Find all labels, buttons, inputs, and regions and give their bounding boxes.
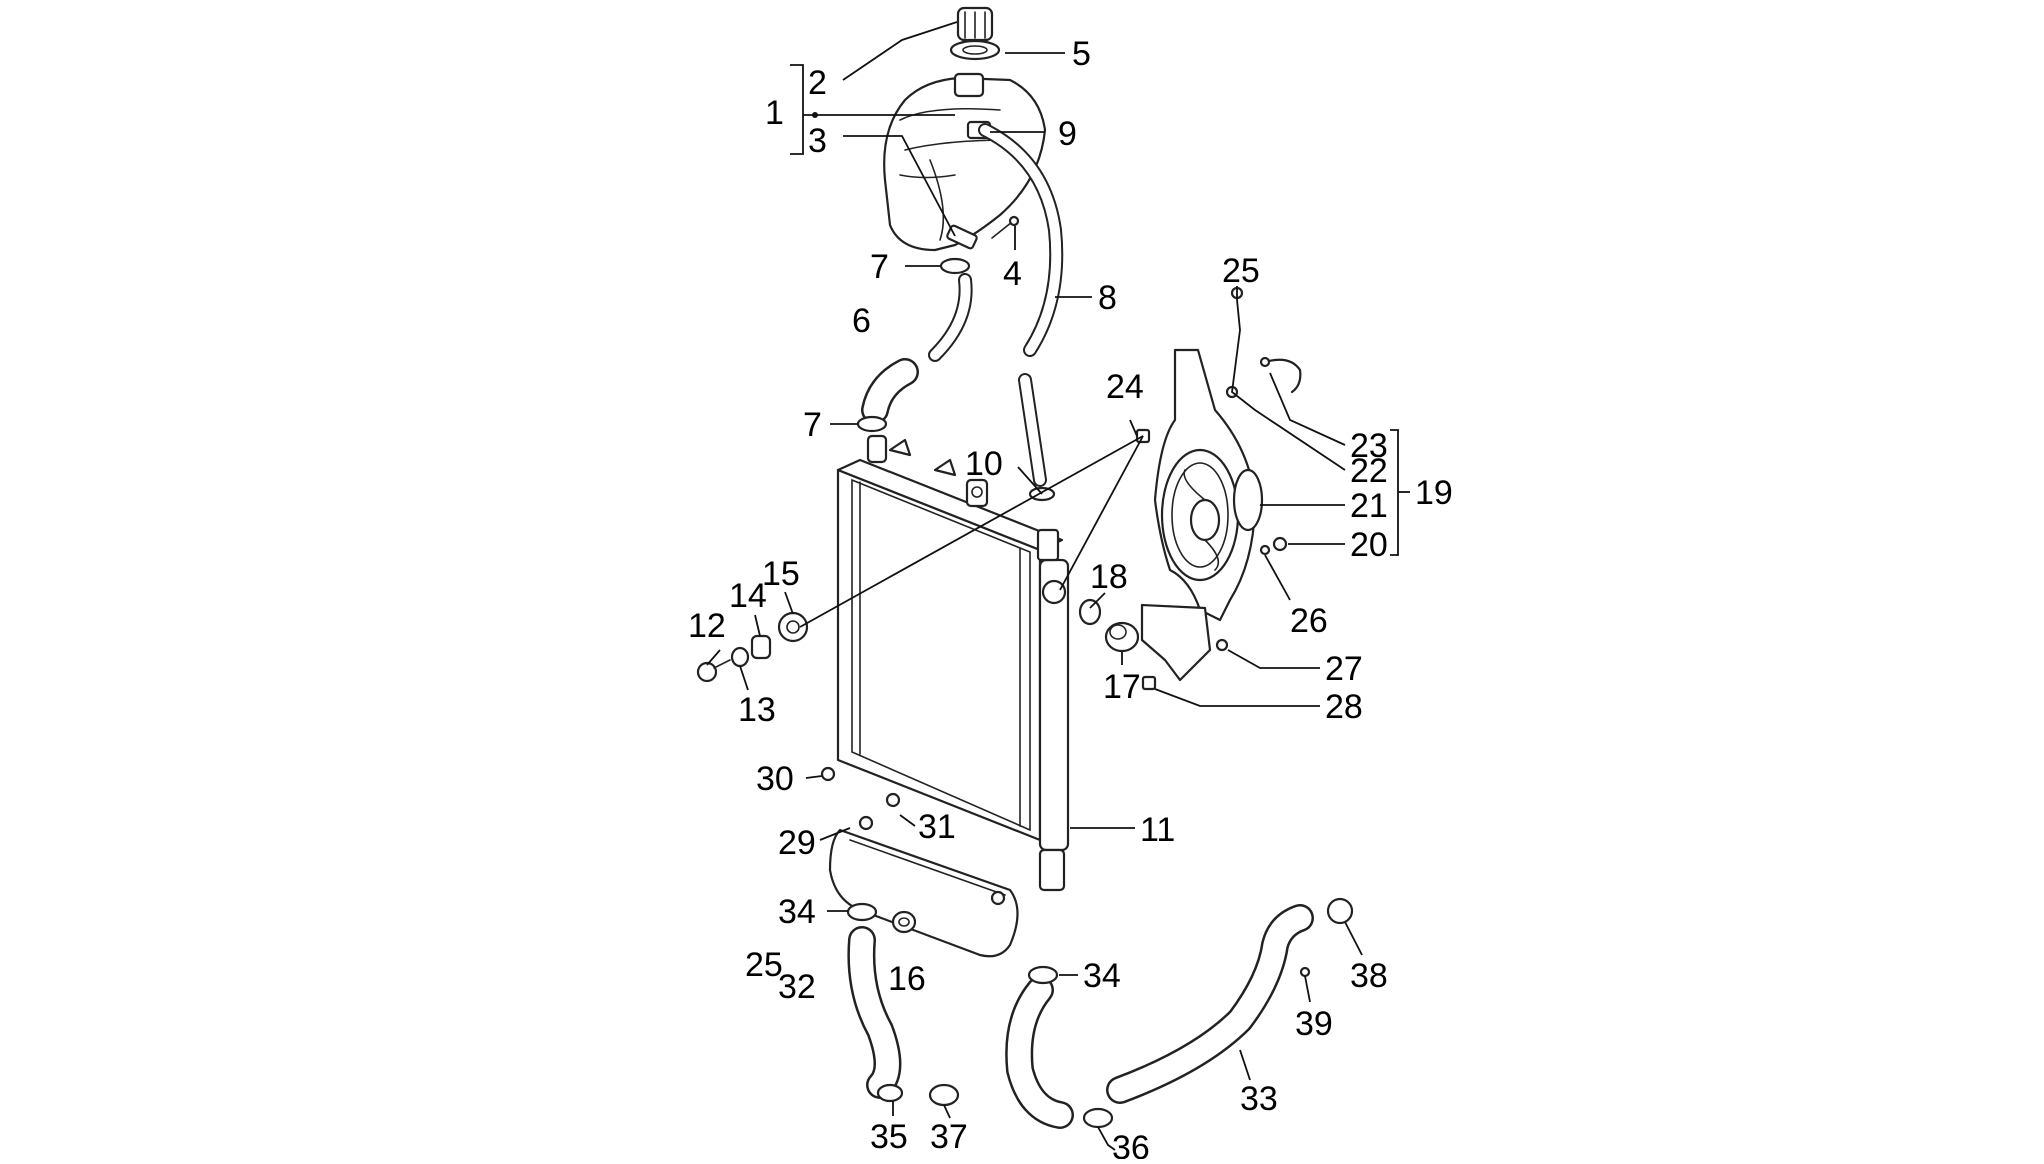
callout-25: 25 bbox=[1222, 252, 1260, 290]
tank-bracket bbox=[946, 215, 1020, 250]
callout-7b: 7 bbox=[803, 406, 822, 444]
callout-4: 4 bbox=[1003, 255, 1022, 293]
hose-clamp bbox=[939, 257, 971, 275]
callout-14: 14 bbox=[729, 577, 767, 615]
screw-30 bbox=[820, 766, 836, 782]
nut-28 bbox=[1141, 675, 1157, 691]
callout-11: 11 bbox=[1140, 811, 1175, 849]
bolt-12 bbox=[696, 659, 731, 683]
callout-30: 30 bbox=[756, 760, 794, 798]
tank-outlet-hose bbox=[861, 273, 973, 424]
radiator bbox=[836, 434, 1070, 892]
callout-7: 7 bbox=[870, 248, 889, 286]
callout-2: 2 bbox=[808, 64, 827, 102]
clamp-35 bbox=[876, 1083, 904, 1103]
clamp-38 bbox=[1326, 897, 1354, 925]
grommet-16 bbox=[891, 910, 917, 934]
callout-38: 38 bbox=[1350, 957, 1388, 995]
callout-21: 21 bbox=[1350, 487, 1388, 525]
clamp-37 bbox=[928, 1083, 960, 1107]
hose-32 bbox=[847, 926, 902, 1099]
callout-25b: 25 bbox=[745, 946, 783, 984]
clamp-36 bbox=[1082, 1107, 1114, 1129]
callout-24: 24 bbox=[1106, 368, 1144, 406]
hose-36 bbox=[1005, 976, 1074, 1129]
callout-39: 39 bbox=[1295, 1005, 1333, 1043]
callout-33: 33 bbox=[1240, 1080, 1278, 1118]
callout-13: 13 bbox=[738, 691, 776, 729]
screw-27 bbox=[1215, 638, 1229, 652]
cap-gasket bbox=[949, 39, 1001, 61]
spacer-14 bbox=[750, 634, 772, 660]
callout-29: 29 bbox=[778, 824, 816, 862]
callout-labels: 1 2 3 4 5 6 7 7 8 9 10 11 12 13 14 15 16… bbox=[688, 35, 1453, 1164]
callout-19: 19 bbox=[1415, 474, 1453, 512]
callout-3: 3 bbox=[808, 122, 827, 160]
callout-12: 12 bbox=[688, 607, 726, 645]
callout-22: 22 bbox=[1350, 452, 1388, 490]
hose-clamp bbox=[856, 415, 888, 433]
callout-5: 5 bbox=[1072, 35, 1091, 73]
callout-15: 15 bbox=[762, 555, 800, 593]
washer-20 bbox=[1272, 536, 1288, 552]
clamp-39 bbox=[1299, 966, 1311, 978]
callout-26: 26 bbox=[1290, 602, 1328, 640]
o-ring-18 bbox=[1078, 598, 1102, 626]
cap-17 bbox=[1104, 621, 1140, 653]
callout-10: 10 bbox=[965, 445, 1003, 483]
fan-clip-23 bbox=[1259, 356, 1302, 394]
clamp-34 bbox=[1027, 965, 1059, 985]
callout-35: 35 bbox=[870, 1118, 908, 1156]
callout-1: 1 bbox=[765, 94, 784, 132]
callout-8: 8 bbox=[1098, 279, 1117, 317]
callout-16: 16 bbox=[888, 960, 926, 998]
lower-shroud-29 bbox=[828, 815, 1019, 958]
callout-17: 17 bbox=[1103, 668, 1141, 706]
grommet-15 bbox=[777, 611, 809, 643]
callout-27: 27 bbox=[1325, 650, 1363, 688]
callout-32: 32 bbox=[778, 968, 816, 1006]
screw-26 bbox=[1259, 544, 1271, 556]
breather-hose bbox=[978, 123, 1064, 487]
washer-13 bbox=[730, 646, 750, 668]
callout-18: 18 bbox=[1090, 558, 1128, 596]
callout-31: 31 bbox=[918, 808, 956, 846]
callout-23: 23 bbox=[1350, 427, 1388, 465]
callout-28: 28 bbox=[1325, 688, 1363, 726]
callout-9: 9 bbox=[1058, 115, 1077, 153]
callout-20: 20 bbox=[1350, 526, 1388, 564]
callout-34: 34 bbox=[778, 893, 816, 931]
leader-lines bbox=[706, 21, 1410, 1151]
hose-33 bbox=[1106, 904, 1314, 1104]
nut-31 bbox=[885, 792, 901, 808]
callout-36: 36 bbox=[1112, 1129, 1150, 1159]
tank-cap bbox=[956, 6, 994, 42]
callout-37: 37 bbox=[930, 1118, 968, 1156]
callout-6: 6 bbox=[852, 302, 871, 340]
callout-34b: 34 bbox=[1083, 957, 1121, 995]
clamp-34 bbox=[846, 902, 878, 922]
fan-assembly bbox=[1140, 348, 1264, 682]
